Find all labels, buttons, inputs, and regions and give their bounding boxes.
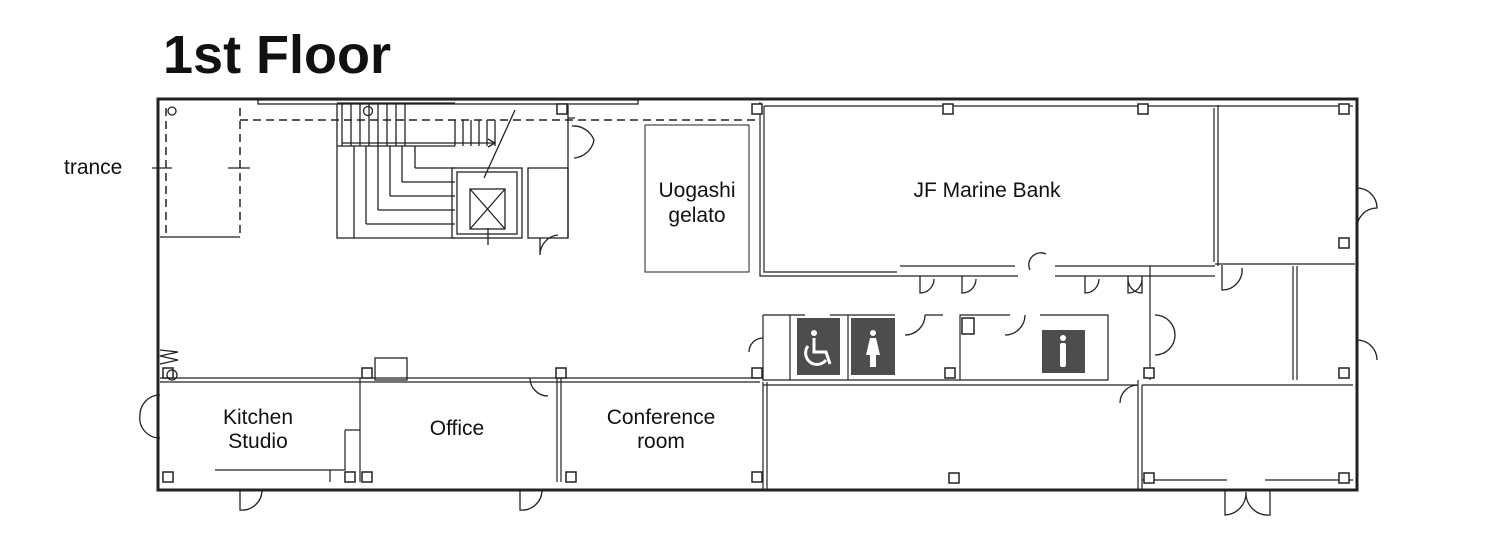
room-label: Conference bbox=[607, 406, 716, 429]
room-label: gelato bbox=[668, 204, 725, 227]
entrance-area: trance bbox=[64, 106, 760, 238]
accessible-restroom-icon[interactable] bbox=[797, 318, 840, 375]
restrooms bbox=[748, 314, 1109, 381]
room-kitchen-studio[interactable]: Kitchen Studio bbox=[139, 394, 360, 511]
vent-icon bbox=[159, 349, 179, 365]
room-conference[interactable]: Conference room bbox=[565, 406, 763, 483]
stairs-icon bbox=[257, 99, 639, 239]
room-jf-marine-bank[interactable]: JF Marine Bank bbox=[751, 102, 1353, 294]
room-label: Uogashi bbox=[658, 179, 735, 202]
room-label: JF Marine Bank bbox=[913, 179, 1061, 202]
outer-wall bbox=[156, 97, 1359, 492]
room-bottom-center[interactable] bbox=[948, 472, 960, 484]
room-bottom-right[interactable] bbox=[1142, 472, 1353, 516]
room-office[interactable]: Office bbox=[361, 417, 543, 511]
floor-title: 1st Floor bbox=[163, 25, 391, 85]
entrance-label: trance bbox=[64, 156, 122, 179]
room-label: Studio bbox=[228, 430, 288, 453]
door-icon bbox=[571, 125, 595, 159]
womens-restroom-icon[interactable] bbox=[851, 318, 895, 375]
door-icon bbox=[539, 105, 575, 256]
room-label: room bbox=[637, 430, 685, 453]
utility-closet bbox=[527, 167, 569, 239]
right-side-rooms bbox=[1143, 103, 1378, 380]
room-label: Office bbox=[430, 417, 484, 440]
room-uogashi-gelato[interactable]: Uogashi gelato bbox=[644, 124, 750, 273]
mens-restroom-icon[interactable] bbox=[1042, 330, 1085, 373]
room-label: Kitchen bbox=[223, 406, 293, 429]
elevator-icon bbox=[451, 167, 523, 245]
